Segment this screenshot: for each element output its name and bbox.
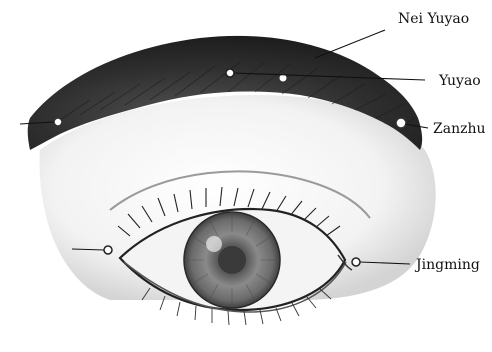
- label-yuyao: Yuyao: [438, 73, 481, 89]
- pupil: [218, 246, 246, 274]
- leader-nei-yuyao: [315, 30, 385, 58]
- acupoint-yuyao: [226, 69, 234, 77]
- label-zanzhu: Zanzhu: [433, 121, 486, 137]
- eye-highlight: [206, 236, 222, 252]
- acupoint-jingming: [352, 258, 360, 266]
- label-jingming: Jingming: [414, 257, 480, 273]
- label-nei-yuyao: Nei Yuyao: [398, 11, 469, 27]
- acupoint-left-brow: [54, 118, 62, 126]
- acupoint-zanzhu: [396, 118, 406, 128]
- acupoint-left-eye: [104, 246, 112, 254]
